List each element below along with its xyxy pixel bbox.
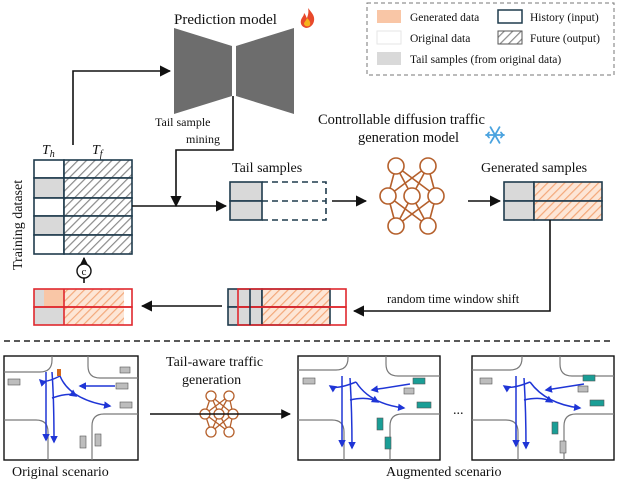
legend-future-label: Future (output) bbox=[530, 33, 600, 45]
vehicle-icon bbox=[479, 374, 605, 454]
concat-label: c bbox=[82, 266, 87, 278]
legend-original-label: Original data bbox=[410, 33, 470, 45]
tail-mining-label-2: mining bbox=[186, 132, 220, 146]
dataset-future-row bbox=[63, 197, 133, 217]
legend-history-label: History (input) bbox=[530, 12, 599, 24]
dataset-history-row bbox=[33, 177, 65, 199]
ellipsis: ... bbox=[453, 403, 464, 418]
tail-samples: Tail samples bbox=[229, 161, 327, 221]
dataset-history-row bbox=[33, 215, 65, 236]
mining-arrow bbox=[170, 96, 234, 208]
generated-samples-label: Generated samples bbox=[481, 161, 587, 176]
th-label: Th bbox=[42, 143, 55, 160]
legend-history-swatch bbox=[497, 9, 523, 24]
snowflake-icon bbox=[485, 126, 505, 144]
legend-tail-swatch bbox=[377, 52, 401, 65]
legend-generated-label: Generated data bbox=[410, 12, 479, 24]
shift-arrow bbox=[352, 220, 551, 317]
generated-samples: Generated samples bbox=[481, 161, 603, 221]
dataset-future-row bbox=[63, 159, 133, 179]
tail-samples-label: Tail samples bbox=[232, 161, 302, 176]
fire-icon bbox=[300, 8, 315, 28]
prediction-model: Prediction model bbox=[174, 8, 315, 114]
trajectory-lines bbox=[38, 371, 115, 444]
vehicle-icon bbox=[7, 366, 133, 449]
vehicle-icon bbox=[302, 377, 432, 450]
augmented-scenario-1 bbox=[297, 355, 441, 461]
prediction-model-title: Prediction model bbox=[174, 12, 277, 28]
dataset-history-row bbox=[33, 159, 65, 179]
tail-aware-label-1: Tail-aware traffic bbox=[166, 355, 263, 370]
tf-label: Tf bbox=[92, 143, 104, 160]
tail-history-cell bbox=[229, 181, 263, 202]
encoder-shape bbox=[174, 28, 232, 114]
legend-generated-swatch bbox=[377, 10, 401, 23]
diffusion-title-2: generation model bbox=[358, 130, 459, 146]
shift-label: random time window shift bbox=[387, 292, 520, 306]
dataset-future-row bbox=[63, 215, 133, 236]
original-scenario bbox=[3, 355, 139, 461]
legend-tail-label: Tail samples (from original data) bbox=[410, 54, 561, 66]
tail-aware-label-2: generation bbox=[182, 373, 241, 388]
legend-original-swatch bbox=[376, 30, 402, 45]
augmented-rows bbox=[33, 288, 133, 326]
concat-symbol bbox=[76, 263, 92, 279]
dataset-future-row bbox=[63, 177, 133, 199]
legend-future-swatch bbox=[497, 30, 523, 45]
dataset-future-row bbox=[63, 234, 133, 255]
training-dataset-label: Training dataset bbox=[11, 180, 26, 270]
to-prediction-arrow bbox=[72, 65, 172, 145]
network-icon bbox=[379, 157, 445, 235]
augmented-scenario-label: Augmented scenario bbox=[386, 465, 501, 480]
trajectory-lines bbox=[502, 376, 585, 450]
training-dataset: Training dataset Th Tf bbox=[11, 143, 133, 270]
diffusion-title-1: Controllable diffusion traffic bbox=[318, 112, 485, 128]
diffusion-model: Controllable diffusion traffic generatio… bbox=[318, 112, 505, 235]
legend: Generated data Original data Tail sample… bbox=[366, 2, 615, 76]
trajectory-lines bbox=[328, 376, 411, 450]
tail-history-cell bbox=[229, 200, 263, 221]
augmented-scenario-2 bbox=[471, 355, 615, 461]
original-scenario-label: Original scenario bbox=[12, 465, 109, 480]
dataset-history-row bbox=[33, 234, 65, 255]
tail-mining-label-1: Tail sample bbox=[155, 115, 210, 129]
decoder-shape bbox=[236, 28, 294, 114]
shifted-samples bbox=[227, 288, 347, 326]
shift-window bbox=[237, 306, 347, 326]
dataset-history-row bbox=[33, 197, 65, 217]
